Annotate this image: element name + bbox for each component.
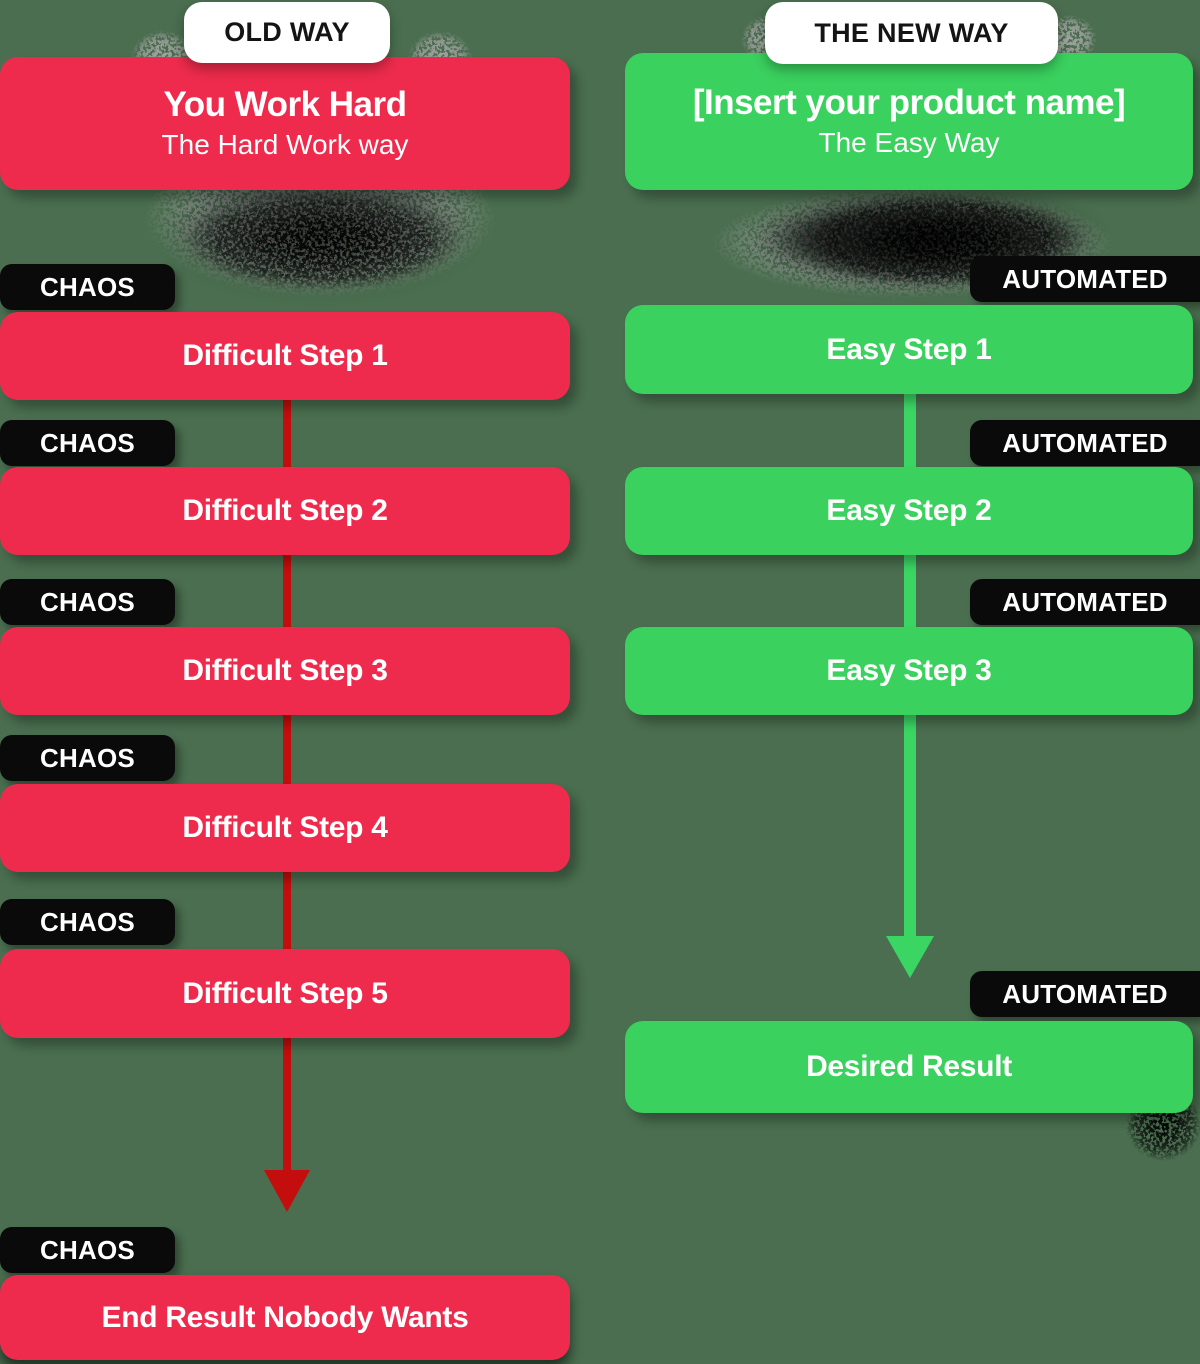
automated-tag-2: AUTOMATED xyxy=(970,420,1200,466)
easy-step-3-box: Easy Step 3 xyxy=(625,627,1193,715)
old-way-subtitle: The Hard Work way xyxy=(161,129,409,161)
old-way-arrow-head-icon xyxy=(264,1170,310,1212)
chaos-tag-label: CHAOS xyxy=(40,742,135,773)
end-result-label: End Result Nobody Wants xyxy=(101,1300,469,1334)
chaos-tag-5: CHAOS xyxy=(0,899,175,945)
desired-result-label: Desired Result xyxy=(806,1050,1012,1083)
grunge-core-left xyxy=(150,178,495,303)
easy-step-1-label: Easy Step 1 xyxy=(826,332,992,366)
chaos-tag-label: CHAOS xyxy=(40,271,135,302)
desired-result-box: Desired Result xyxy=(625,1021,1193,1113)
new-way-subtitle: The Easy Way xyxy=(818,127,1000,159)
chaos-tag-2: CHAOS xyxy=(0,420,175,466)
new-way-header-box: [Insert your product name] The Easy Way xyxy=(625,53,1193,190)
difficult-step-2-box: Difficult Step 2 xyxy=(0,467,570,555)
automated-tag-label: AUTOMATED xyxy=(1002,978,1168,1009)
old-way-header-box: You Work Hard The Hard Work way xyxy=(0,57,570,190)
chaos-tag-4: CHAOS xyxy=(0,735,175,781)
old-way-badge-label: OLD WAY xyxy=(224,17,350,47)
new-way-badge-label: THE NEW WAY xyxy=(814,17,1009,48)
automated-tag-1: AUTOMATED xyxy=(970,256,1200,302)
easy-step-2-label: Easy Step 2 xyxy=(826,494,992,527)
difficult-step-4-box: Difficult Step 4 xyxy=(0,784,570,872)
difficult-step-5-label: Difficult Step 5 xyxy=(182,976,388,1010)
chaos-tag-3: CHAOS xyxy=(0,579,175,625)
end-result-box: End Result Nobody Wants xyxy=(0,1275,570,1360)
difficult-step-3-box: Difficult Step 3 xyxy=(0,627,570,715)
automated-tag-label: AUTOMATED xyxy=(1002,263,1168,294)
chaos-tag-label: CHAOS xyxy=(40,906,135,937)
automated-tag-3: AUTOMATED xyxy=(970,579,1200,625)
difficult-step-1-label: Difficult Step 1 xyxy=(182,339,388,372)
new-way-title: [Insert your product name] xyxy=(692,82,1126,122)
chaos-tag-label: CHAOS xyxy=(40,586,135,617)
old-way-badge: OLD WAY xyxy=(184,2,390,63)
difficult-step-1-box: Difficult Step 1 xyxy=(0,312,570,400)
chaos-tag-6: CHAOS xyxy=(0,1227,175,1273)
automated-tag-4: AUTOMATED xyxy=(970,971,1200,1017)
chaos-tag-1: CHAOS xyxy=(0,264,175,310)
difficult-step-2-label: Difficult Step 2 xyxy=(182,494,388,527)
easy-step-3-label: Easy Step 3 xyxy=(826,654,992,687)
difficult-step-5-box: Difficult Step 5 xyxy=(0,949,570,1038)
automated-tag-label: AUTOMATED xyxy=(1002,427,1168,458)
old-way-title: You Work Hard xyxy=(163,84,407,124)
chaos-tag-label: CHAOS xyxy=(40,1234,135,1265)
chaos-tag-label: CHAOS xyxy=(40,427,135,458)
easy-step-2-box: Easy Step 2 xyxy=(625,467,1193,555)
new-way-arrow-head-icon xyxy=(886,936,934,978)
new-way-badge: THE NEW WAY xyxy=(765,2,1058,64)
difficult-step-4-label: Difficult Step 4 xyxy=(182,811,388,844)
automated-tag-label: AUTOMATED xyxy=(1002,586,1168,617)
difficult-step-3-label: Difficult Step 3 xyxy=(182,654,388,687)
easy-step-1-box: Easy Step 1 xyxy=(625,305,1193,394)
